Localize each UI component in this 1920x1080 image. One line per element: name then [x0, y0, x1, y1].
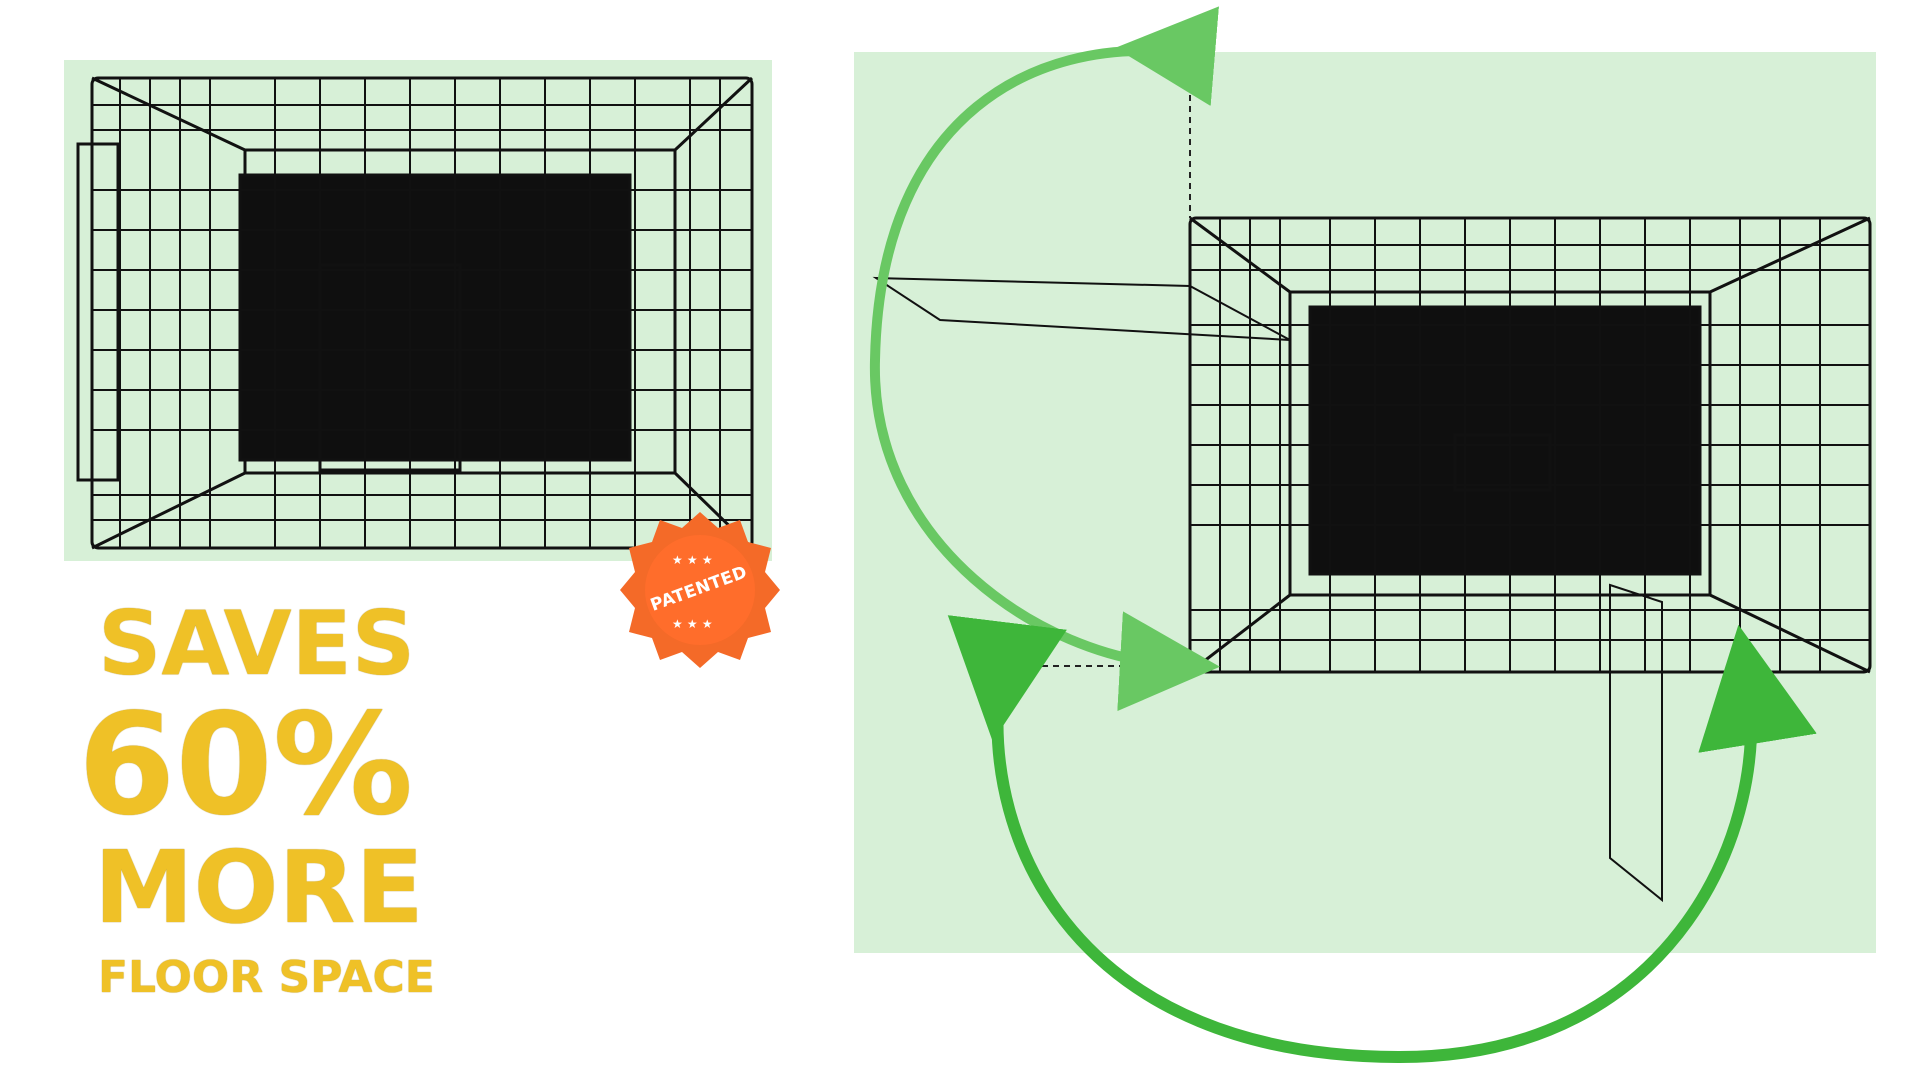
floor-space-headline: SAVES 60% MORE FLOOR SPACE: [78, 600, 458, 1000]
bottom-door-arc-arrow: [947, 615, 1817, 1064]
door-swing-arrows: [869, 6, 1817, 1064]
svg-text:★ ★ ★: ★ ★ ★: [672, 553, 713, 567]
headline-saves: SAVES: [98, 592, 416, 695]
svg-text:★ ★ ★: ★ ★ ★: [672, 617, 713, 631]
top-door-arc-arrow: [869, 6, 1220, 712]
patented-badge-icon: ★ ★ ★ ★ ★ ★: [620, 512, 780, 668]
headline-percent: 60%: [78, 684, 414, 847]
left-crate-icon: [76, 76, 754, 550]
patented-badge: PATENTED: [620, 510, 778, 668]
right-crate-icon: [872, 216, 1872, 903]
headline-floor-space: FLOOR SPACE: [98, 952, 435, 1003]
patented-label: PATENTED: [647, 562, 751, 616]
guide-lines: [1020, 40, 1191, 667]
headline-more: MORE: [94, 829, 424, 946]
